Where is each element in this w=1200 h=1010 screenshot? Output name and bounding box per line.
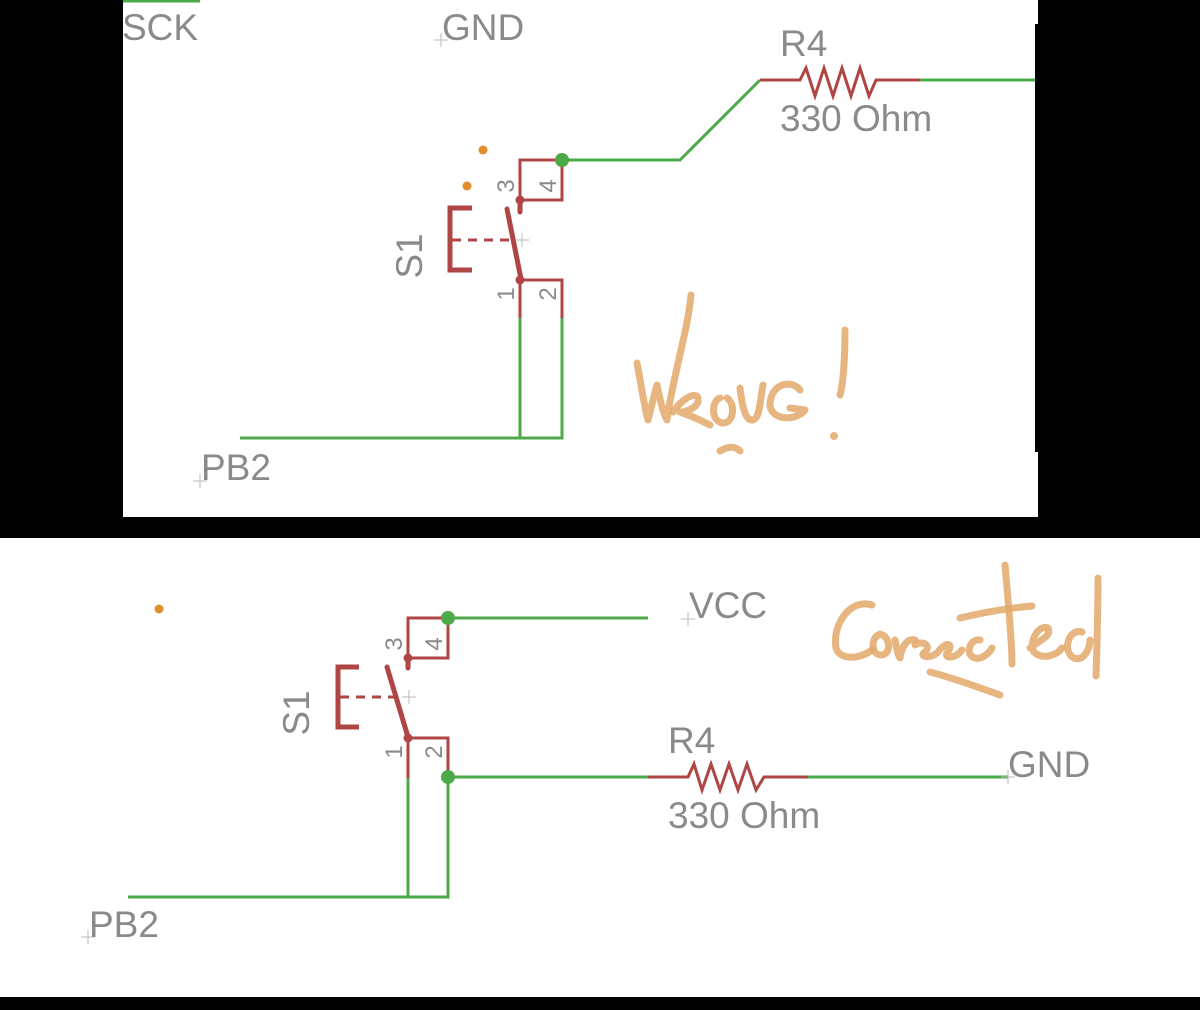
- gnd-origin-marker: [434, 33, 448, 47]
- switch-origin-marker: [402, 690, 416, 704]
- pin-label-2: 2: [535, 287, 562, 300]
- resistor-zigzag: [760, 63, 920, 101]
- resistor-value-label: 330 Ohm: [668, 795, 820, 836]
- switch-name-label: S1: [276, 690, 317, 735]
- gnd-origin-marker: [1001, 770, 1015, 784]
- pin-label-2: 2: [421, 745, 448, 758]
- switch-pins-1-2: [518, 278, 564, 318]
- top-panel-edge: [1035, 24, 1039, 452]
- pin-label-4: 4: [535, 179, 562, 192]
- pin-1-node: [403, 733, 413, 743]
- resistor-zigzag: [648, 759, 808, 795]
- resistor-value-label: 330 Ohm: [780, 98, 932, 139]
- annotation-corrected-text: Corrected: [960, 639, 964, 641]
- resistor-r4-corrected[interactable]: R4 330 Ohm: [648, 720, 820, 836]
- resistor-r4[interactable]: R4 330 Ohm: [760, 23, 932, 139]
- pin-label-3: 3: [493, 179, 520, 192]
- marker-dot: [154, 604, 164, 614]
- annotation-corrected: Corrected: [831, 561, 1102, 699]
- junction-dot: [441, 611, 455, 625]
- pin-label-1: 1: [493, 287, 520, 300]
- pin-label-4: 4: [421, 637, 448, 650]
- resistor-name-label: R4: [668, 720, 715, 761]
- bottom-panel: [0, 538, 1200, 997]
- pb2-origin-marker: [193, 474, 207, 488]
- annotation-wrong-text: WRONG!: [700, 399, 705, 401]
- net-label-pb2: PB2: [201, 447, 271, 488]
- switch-actuator-bracket: [447, 205, 472, 273]
- pin-3-node: [515, 195, 525, 205]
- net-label-gnd: GND: [442, 7, 524, 48]
- pb2-origin-marker: [81, 930, 95, 944]
- bottom-schematic: 3 4 1 2 S1 R4 330 Ohm VCC GND: [81, 561, 1102, 945]
- pin-label-3: 3: [381, 637, 408, 650]
- net-label-vcc: VCC: [689, 585, 767, 626]
- junction-dot: [441, 770, 455, 784]
- annotation-wrong: WRONG!: [633, 291, 849, 455]
- net-label-pb2: PB2: [89, 904, 159, 945]
- net-label-gnd: GND: [1008, 744, 1090, 785]
- vcc-origin-marker: [681, 612, 695, 626]
- net-label-sck: SCK: [122, 7, 198, 48]
- switch-lever: [384, 664, 411, 740]
- pin-label-1: 1: [381, 745, 408, 758]
- switch-lever: [504, 206, 524, 282]
- marker-dot: [462, 181, 472, 191]
- switch-name-label: S1: [389, 233, 430, 278]
- top-schematic: SCK GND 3 4 1 2 S1: [122, 0, 1035, 488]
- pin2-wire: [408, 778, 450, 899]
- switch-origin-marker: [515, 233, 529, 247]
- pin2-wire: [520, 318, 564, 440]
- switch-actuator-bracket: [335, 664, 359, 730]
- pin-3-node: [403, 653, 413, 663]
- junction-dot: [555, 153, 569, 167]
- marker-dot: [478, 145, 488, 155]
- top-panel: [123, 0, 1038, 517]
- switch-to-r4-wire: [562, 78, 762, 162]
- resistor-name-label: R4: [780, 23, 827, 64]
- pin-1-node: [515, 275, 525, 285]
- switch-pins-1-2: [406, 736, 450, 778]
